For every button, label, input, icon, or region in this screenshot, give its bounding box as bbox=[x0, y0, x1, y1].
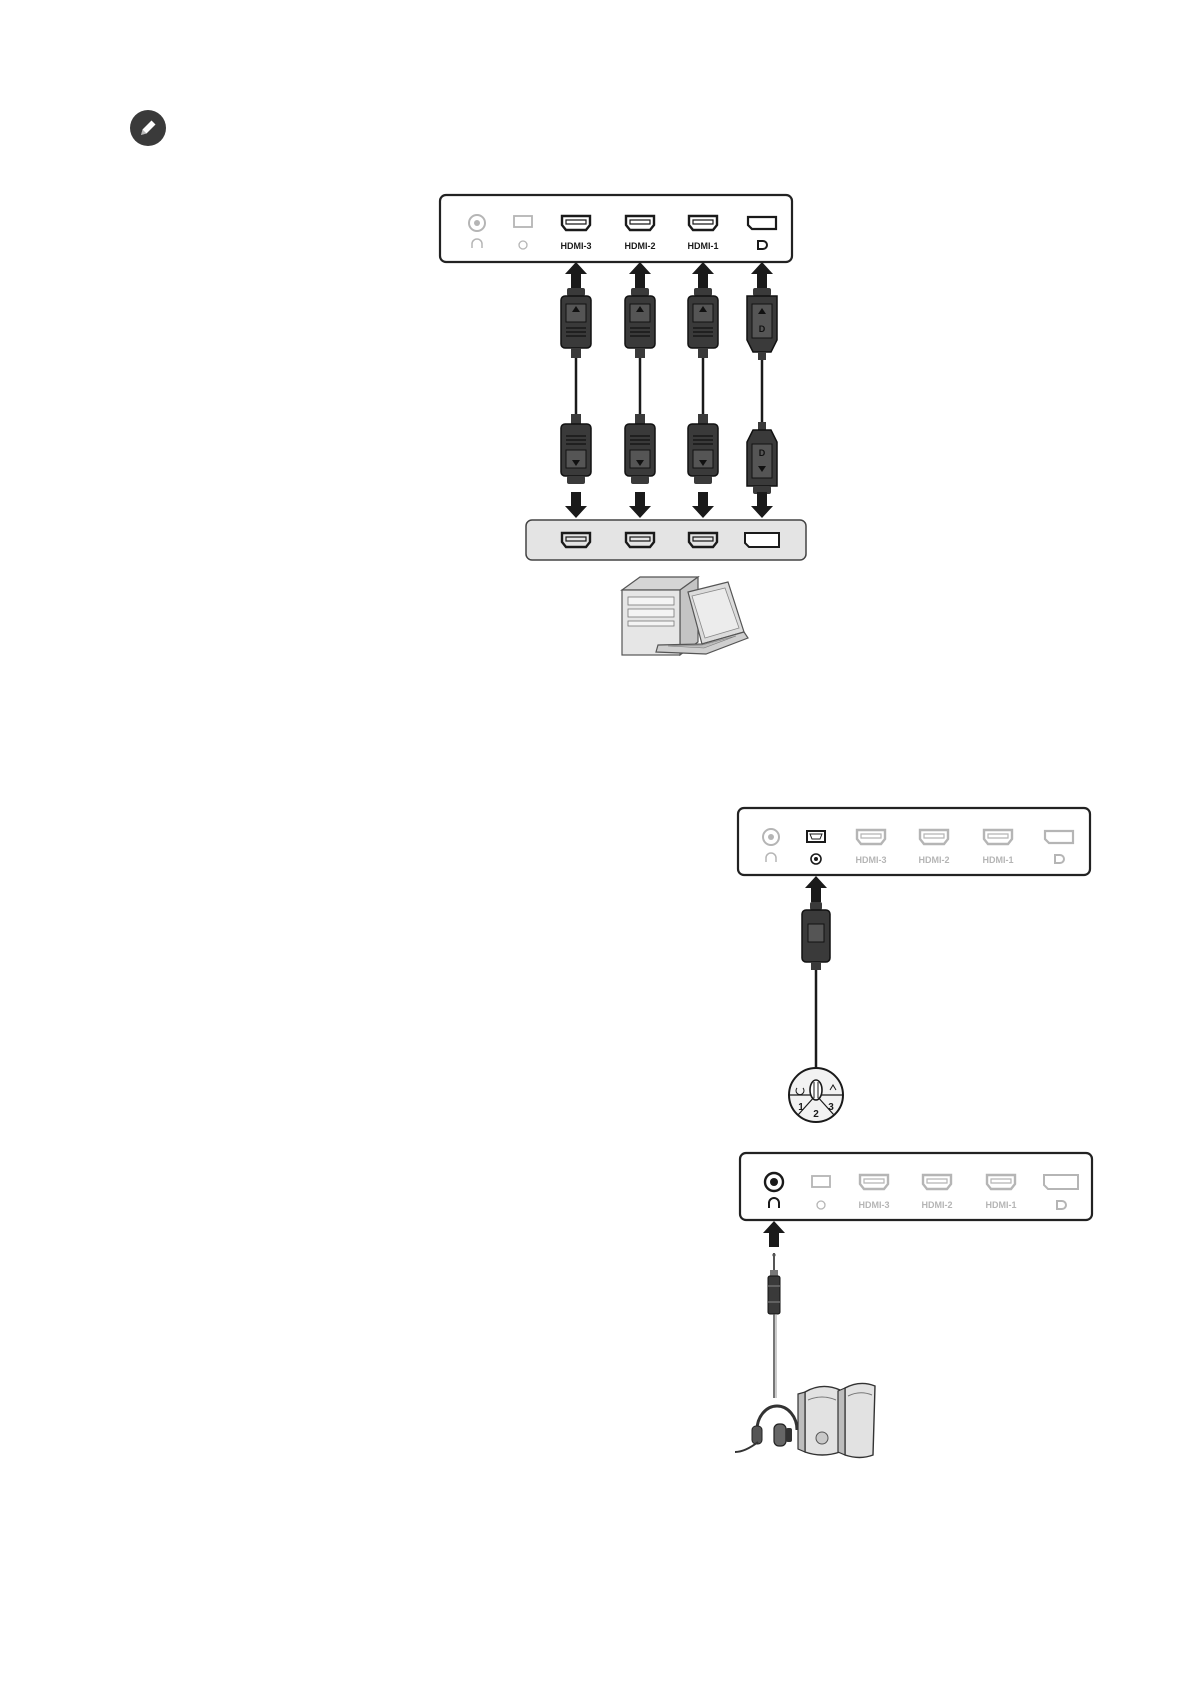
insert-arrow-down-icon bbox=[751, 492, 773, 518]
hdmi-3-label: HDMI-3 bbox=[561, 241, 592, 251]
displayport-logo-icon bbox=[757, 240, 768, 250]
puck-key-1: 1 bbox=[798, 1102, 804, 1113]
hdmi-1-label: HDMI-1 bbox=[986, 1200, 1017, 1210]
controller-port-icon bbox=[811, 1175, 831, 1210]
hdmi-1-label: HDMI-1 bbox=[983, 855, 1014, 865]
controller-port-icon bbox=[513, 215, 533, 250]
monitor-port-panel bbox=[738, 1151, 1094, 1222]
hdmi-3-label: HDMI-3 bbox=[859, 1200, 890, 1210]
headphone-jack-icon bbox=[468, 214, 486, 248]
hdmi-1-label: HDMI-1 bbox=[688, 241, 719, 251]
insert-arrow-up-icon bbox=[565, 262, 587, 288]
monitor-port-panel bbox=[438, 193, 794, 264]
insert-arrow-down-icon bbox=[565, 492, 587, 518]
hdmi-cable bbox=[560, 287, 592, 485]
headphone-jack-icon bbox=[763, 1171, 785, 1208]
insert-arrow-down-icon bbox=[629, 492, 651, 518]
headset-icon bbox=[734, 1404, 799, 1453]
insert-arrow-up-icon bbox=[692, 262, 714, 288]
displayport-logo-icon bbox=[1054, 854, 1065, 864]
insert-arrow-up-icon bbox=[805, 876, 827, 902]
puck-key-2: 2 bbox=[813, 1109, 819, 1120]
controller-port-icon bbox=[806, 830, 826, 865]
hdmi-2-label: HDMI-2 bbox=[922, 1200, 953, 1210]
insert-arrow-up-icon bbox=[763, 1221, 785, 1247]
hdmi-cable bbox=[624, 287, 656, 485]
speakers-icon bbox=[797, 1382, 876, 1459]
displayport-port bbox=[1043, 1174, 1079, 1190]
hdmi-cable bbox=[687, 287, 719, 485]
insert-arrow-up-icon bbox=[629, 262, 651, 288]
insert-arrow-down-icon bbox=[692, 492, 714, 518]
controller-connection-diagram: HDMI-3 HDMI-2 HDMI-1 1 2 bbox=[736, 806, 1092, 1123]
audio-connection-diagram: HDMI-3 HDMI-2 HDMI-1 bbox=[734, 1151, 1094, 1459]
headphone-jack-icon bbox=[762, 828, 780, 862]
displayport-logo-icon bbox=[1056, 1200, 1067, 1210]
insert-arrow-up-icon bbox=[751, 262, 773, 288]
puck-key-3: 3 bbox=[828, 1102, 834, 1113]
source-displayport-port bbox=[744, 532, 780, 548]
source-device-port-panel bbox=[525, 519, 807, 561]
hdmi-2-label: HDMI-2 bbox=[625, 241, 656, 251]
hdmi-3-label: HDMI-3 bbox=[856, 855, 887, 865]
hotkey-puck-icon: 1 2 3 bbox=[788, 1067, 844, 1123]
displayport-cable bbox=[746, 287, 778, 495]
controller-cable bbox=[801, 902, 831, 1070]
monitor-port-panel bbox=[736, 806, 1092, 877]
video-connection-diagram: HDMI-3 HDMI-2 HDMI-1 bbox=[438, 193, 807, 657]
desktop-laptop-icon bbox=[620, 575, 749, 657]
pencil-note-icon bbox=[130, 110, 166, 146]
audio-jack-cable bbox=[767, 1253, 781, 1398]
hdmi-2-label: HDMI-2 bbox=[919, 855, 950, 865]
